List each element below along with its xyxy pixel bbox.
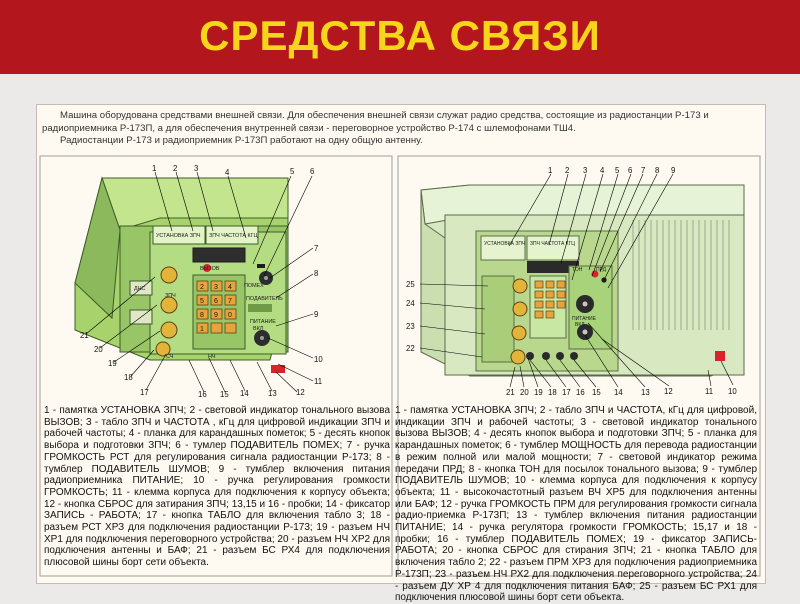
callout-number: 6 — [310, 167, 314, 176]
callout-number: 25 — [406, 280, 415, 289]
keypad-key: 4 — [228, 284, 232, 291]
callout-number: 15 — [220, 390, 229, 399]
keypad-key: 8 — [200, 312, 204, 319]
label: СЧ — [166, 354, 174, 360]
label: ТОН — [572, 267, 583, 273]
label: ПИТАНИЕ — [250, 319, 276, 325]
right-receiver-device: УСТАНОВКА ЗПЧ ЗПЧ ЧАСТОТА КГЦ ТОН ПРД ПИ… — [406, 166, 745, 397]
callout-number: 17 — [562, 388, 571, 397]
callout-number: 11 — [705, 387, 713, 396]
callout-number: 5 — [615, 166, 620, 175]
callout-number: 8 — [314, 269, 318, 278]
header-banner — [0, 0, 800, 74]
callout-number: 19 — [534, 388, 543, 397]
label: НЧ — [208, 354, 216, 360]
label: ВКЛ — [253, 326, 264, 332]
left-frame — [39, 155, 393, 577]
callout-number: 18 — [124, 373, 133, 382]
intro-paragraph-2: Радиостанции Р-173 и радиоприемник Р-173… — [60, 135, 423, 146]
callout-number: 3 — [194, 164, 198, 173]
intro-paragraph-1: Машина оборудована средствами внешней св… — [42, 110, 709, 134]
callout-number: 14 — [240, 389, 249, 398]
label: ПОДАВИТЕЛЬ — [246, 296, 283, 302]
callout-number: 21 — [506, 388, 515, 397]
callout-number: 20 — [94, 345, 103, 354]
callout-number: 2 — [173, 164, 177, 173]
callout-number: 17 — [140, 388, 149, 397]
callout-number: 8 — [655, 166, 659, 175]
callout-number: 12 — [664, 387, 673, 396]
callout-number: 7 — [314, 244, 318, 253]
intro-text: Машина оборудована средствами внешней св… — [42, 110, 760, 148]
label: УСТАНОВКА ЗПЧ — [156, 233, 201, 239]
label: ВКЛ — [575, 322, 585, 328]
callout-number: 9 — [671, 166, 675, 175]
callout-number: 7 — [641, 166, 645, 175]
callout-number: 1 — [152, 164, 156, 173]
callout-number: 3 — [583, 166, 587, 175]
left-device-description: 1 - памятка УСТАНОВКА ЗПЧ; 2 - световой … — [44, 405, 390, 569]
left-radio-device: 2 3 4 5 6 7 8 9 0 1 УСТАНОВКА ЗПЧ ЗПЧ ЧА… — [74, 164, 323, 399]
callout-number: 1 — [548, 166, 552, 175]
callout-number: 10 — [314, 355, 323, 364]
callout-number: 19 — [108, 359, 117, 368]
callout-number: 24 — [406, 299, 415, 308]
callout-number: 20 — [520, 388, 529, 397]
callout-number: 12 — [296, 388, 305, 397]
right-device-description: 1 - памятка УСТАНОВКА ЗПЧ; 2 - табло ЗПЧ… — [395, 405, 757, 604]
label: ВЫЗОВ — [200, 266, 220, 272]
label: ДНС — [134, 286, 146, 292]
callout-number: 15 — [592, 388, 601, 397]
keypad-key: 3 — [214, 284, 218, 291]
label: ПОМЕХ — [244, 283, 264, 289]
callout-number: 11 — [314, 377, 322, 386]
label: УСТАНОВКА ЗПЧ — [484, 241, 525, 247]
callout-number: 14 — [614, 388, 623, 397]
callout-number: 6 — [628, 166, 632, 175]
callout-number: 10 — [728, 387, 737, 396]
page-title: СРЕДСТВА СВЯЗИ — [199, 12, 601, 59]
callout-number: 9 — [314, 310, 318, 319]
keypad-key: 0 — [228, 312, 232, 319]
callout-number: 4 — [225, 168, 230, 177]
label: ЗПЧ — [165, 293, 176, 299]
callout-number: 21 — [80, 331, 89, 340]
keypad-key: 5 — [200, 298, 204, 305]
callout-number: 2 — [565, 166, 569, 175]
callout-number: 4 — [600, 166, 605, 175]
label: ПИТАНИЕ — [572, 316, 597, 322]
keypad-key: 9 — [214, 312, 218, 319]
right-frame — [397, 155, 761, 577]
callout-number: 23 — [406, 322, 415, 331]
callout-number: 16 — [576, 388, 585, 397]
keypad-key: 1 — [200, 326, 204, 333]
callout-number: 18 — [548, 388, 557, 397]
callout-number: 22 — [406, 344, 415, 353]
keypad-key: 7 — [228, 298, 232, 305]
callout-number: 13 — [641, 388, 650, 397]
keypad-key: 2 — [200, 284, 204, 291]
label: ПРД — [596, 267, 607, 273]
label: ЗПЧ ЧАСТОТА КГЦ — [209, 233, 258, 239]
callout-number: 16 — [198, 390, 207, 399]
label: ЗПЧ ЧАСТОТА КГЦ — [530, 241, 575, 247]
callout-number: 13 — [268, 389, 277, 398]
callout-number: 5 — [290, 167, 295, 176]
keypad-key: 6 — [214, 298, 218, 305]
